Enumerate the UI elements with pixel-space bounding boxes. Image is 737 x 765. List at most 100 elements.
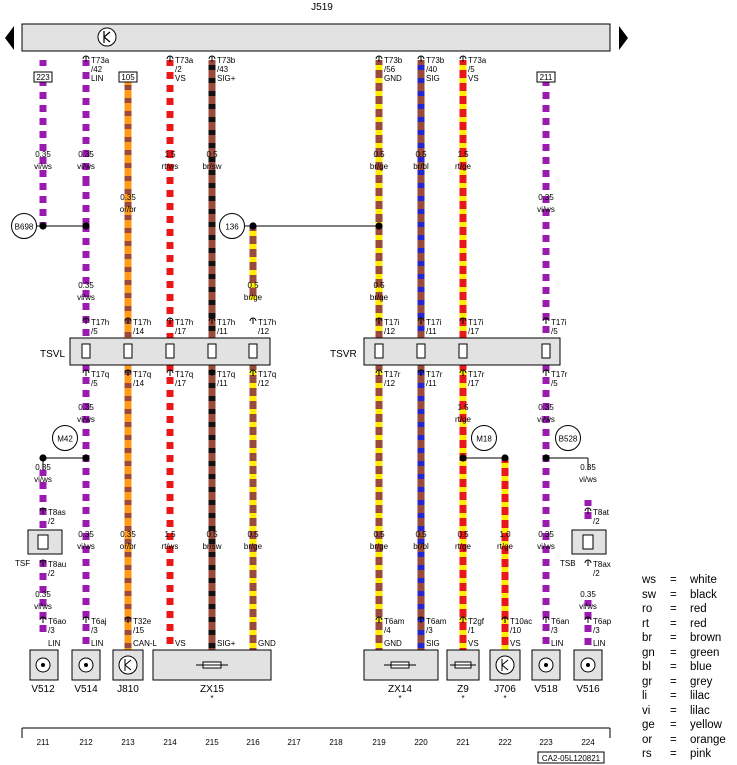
wire-213-lower-stripe: [124, 435, 132, 440]
wire-221-lower-stripe: [459, 500, 467, 505]
wire-213-cont-stripe: [124, 332, 132, 337]
wire-221-lower-stripe: [459, 578, 467, 583]
wire-214-lower-stripe: [166, 579, 174, 585]
wire-213-lower-stripe: [124, 578, 132, 583]
wire-219-lower-stripe: [375, 461, 383, 466]
wire-216-lower-stripe: [249, 487, 257, 492]
wire-212-lower-stripe: [82, 488, 90, 494]
wire-219-cont-stripe: [375, 209, 383, 214]
legend-equals: =: [670, 603, 677, 615]
wire-222-s4-stripe: [501, 632, 509, 637]
tsf-connector-bottom: T8au: [48, 560, 66, 569]
wire-215-lower-stripe: [208, 604, 216, 609]
wire-214-lower-stripe: [166, 423, 174, 429]
component-footnote: *: [503, 694, 506, 703]
wire-220-lower-stripe: [417, 396, 425, 401]
wire-223-cont-stripe: [542, 125, 550, 131]
wire-212-cont-stripe: [82, 232, 90, 238]
component-label-J810: J810: [117, 684, 139, 695]
reference-box-label: 223: [36, 73, 50, 82]
wire-220-cont-stripe: [417, 209, 425, 214]
wire-220-cont-stripe: [417, 196, 425, 201]
component-footnote: *: [210, 694, 213, 703]
wire-220-lower-stripe: [417, 539, 425, 544]
component-signal: GND: [384, 639, 402, 648]
wire-219-cont: [375, 152, 383, 338]
wire-size-211: 0.35: [35, 463, 51, 472]
wire-color-219: br/ge: [370, 162, 389, 171]
wire-214-lower-stripe: [166, 631, 174, 637]
wire-216-lower-stripe: [249, 643, 257, 648]
wire-213-lower-stripe: [124, 461, 132, 466]
column-number: 221: [456, 738, 470, 747]
wire-215-lower-stripe: [208, 565, 216, 570]
wire-color-224: vi/ws: [579, 475, 597, 484]
wire-213-lower-stripe: [124, 487, 132, 492]
wire-213-cont-stripe: [124, 176, 132, 181]
legend-equals: =: [670, 704, 677, 717]
wire-size-223: 0.35: [538, 193, 554, 202]
component-label-V512: V512: [31, 684, 55, 695]
wire-size-214: 1.5: [164, 150, 176, 159]
legend-code: vi: [642, 704, 651, 717]
wire-222-s4-stripe: [501, 476, 509, 481]
wire-223-cont-stripe: [542, 294, 550, 300]
column-number: 216: [246, 738, 260, 747]
separator-pin-bottom: /14: [133, 379, 145, 388]
wire-color-219: br/ge: [370, 293, 389, 302]
wire-214-cont-stripe: [166, 171, 174, 177]
legend-code: sw: [642, 588, 657, 601]
wire-219-lower-stripe: [375, 448, 383, 453]
wire-221-cont-stripe: [459, 209, 467, 214]
wire-214-lower-stripe: [166, 605, 174, 611]
wire-221-s1-stripe: [459, 130, 467, 135]
wire-211-upper-stripe: [39, 99, 47, 105]
component-connector: T6am: [426, 617, 447, 626]
wire-214-lower-stripe: [166, 488, 174, 494]
wire-215-cont-stripe: [208, 248, 216, 253]
wire-216-lower: [249, 365, 257, 650]
separator-contact: [123, 343, 133, 359]
wire-214-lower-stripe: [166, 436, 174, 442]
wire-212-s1-stripe: [82, 92, 90, 98]
wire-219-lower-stripe: [375, 526, 383, 531]
tsf-component-connector: T6ao: [48, 617, 67, 626]
wire-213-lower-stripe: [124, 565, 132, 570]
wire-220-s1-stripe: [417, 91, 425, 96]
wire-size-212: 0.35: [78, 150, 94, 159]
wire-size-221: 1.5: [457, 403, 469, 412]
separator-pin-bottom: /12: [384, 379, 396, 388]
wire-215-cont-stripe: [208, 170, 216, 175]
wire-212-s1-stripe: [82, 105, 90, 111]
arrow-right-icon: [619, 26, 628, 50]
junction-dot: [82, 454, 90, 462]
wire-220-cont-stripe: [417, 300, 425, 305]
wire-214-cont-stripe: [166, 288, 174, 294]
component-signal: VS: [175, 639, 186, 648]
wire-223-lower-stripe: [542, 488, 550, 494]
wire-215-cont-stripe: [208, 326, 216, 331]
footer-code-box: [537, 751, 605, 764]
wire-216-s2-stripe: [249, 296, 257, 300]
legend-equals: =: [670, 733, 677, 746]
wire-color-215: br/sw: [202, 542, 221, 551]
legend-equals: =: [670, 617, 677, 630]
tsb-connector-bottom: T8ax: [593, 560, 611, 569]
wire-212-cont-stripe: [82, 297, 90, 303]
signal-label: SIG+: [217, 74, 236, 83]
wire-216-s2-stripe: [249, 244, 257, 249]
wire-212-cont: [82, 226, 90, 338]
wire-223-lower-stripe: [542, 436, 550, 442]
separator-pin-bottom: /11: [426, 379, 437, 388]
column-number: 212: [79, 738, 93, 747]
wire-221-lower-stripe: [459, 422, 467, 427]
connector-label: T73a: [468, 56, 487, 65]
wire-size-224: 0.35: [580, 590, 596, 599]
separator-connector-top: T17i: [384, 318, 400, 327]
wire-214-cont-stripe: [166, 314, 174, 320]
legend-equals: =: [670, 675, 677, 688]
wire-219-lower-stripe: [375, 565, 383, 570]
wire-214-s1-stripe: [166, 92, 174, 98]
legend-name: brown: [690, 632, 722, 644]
